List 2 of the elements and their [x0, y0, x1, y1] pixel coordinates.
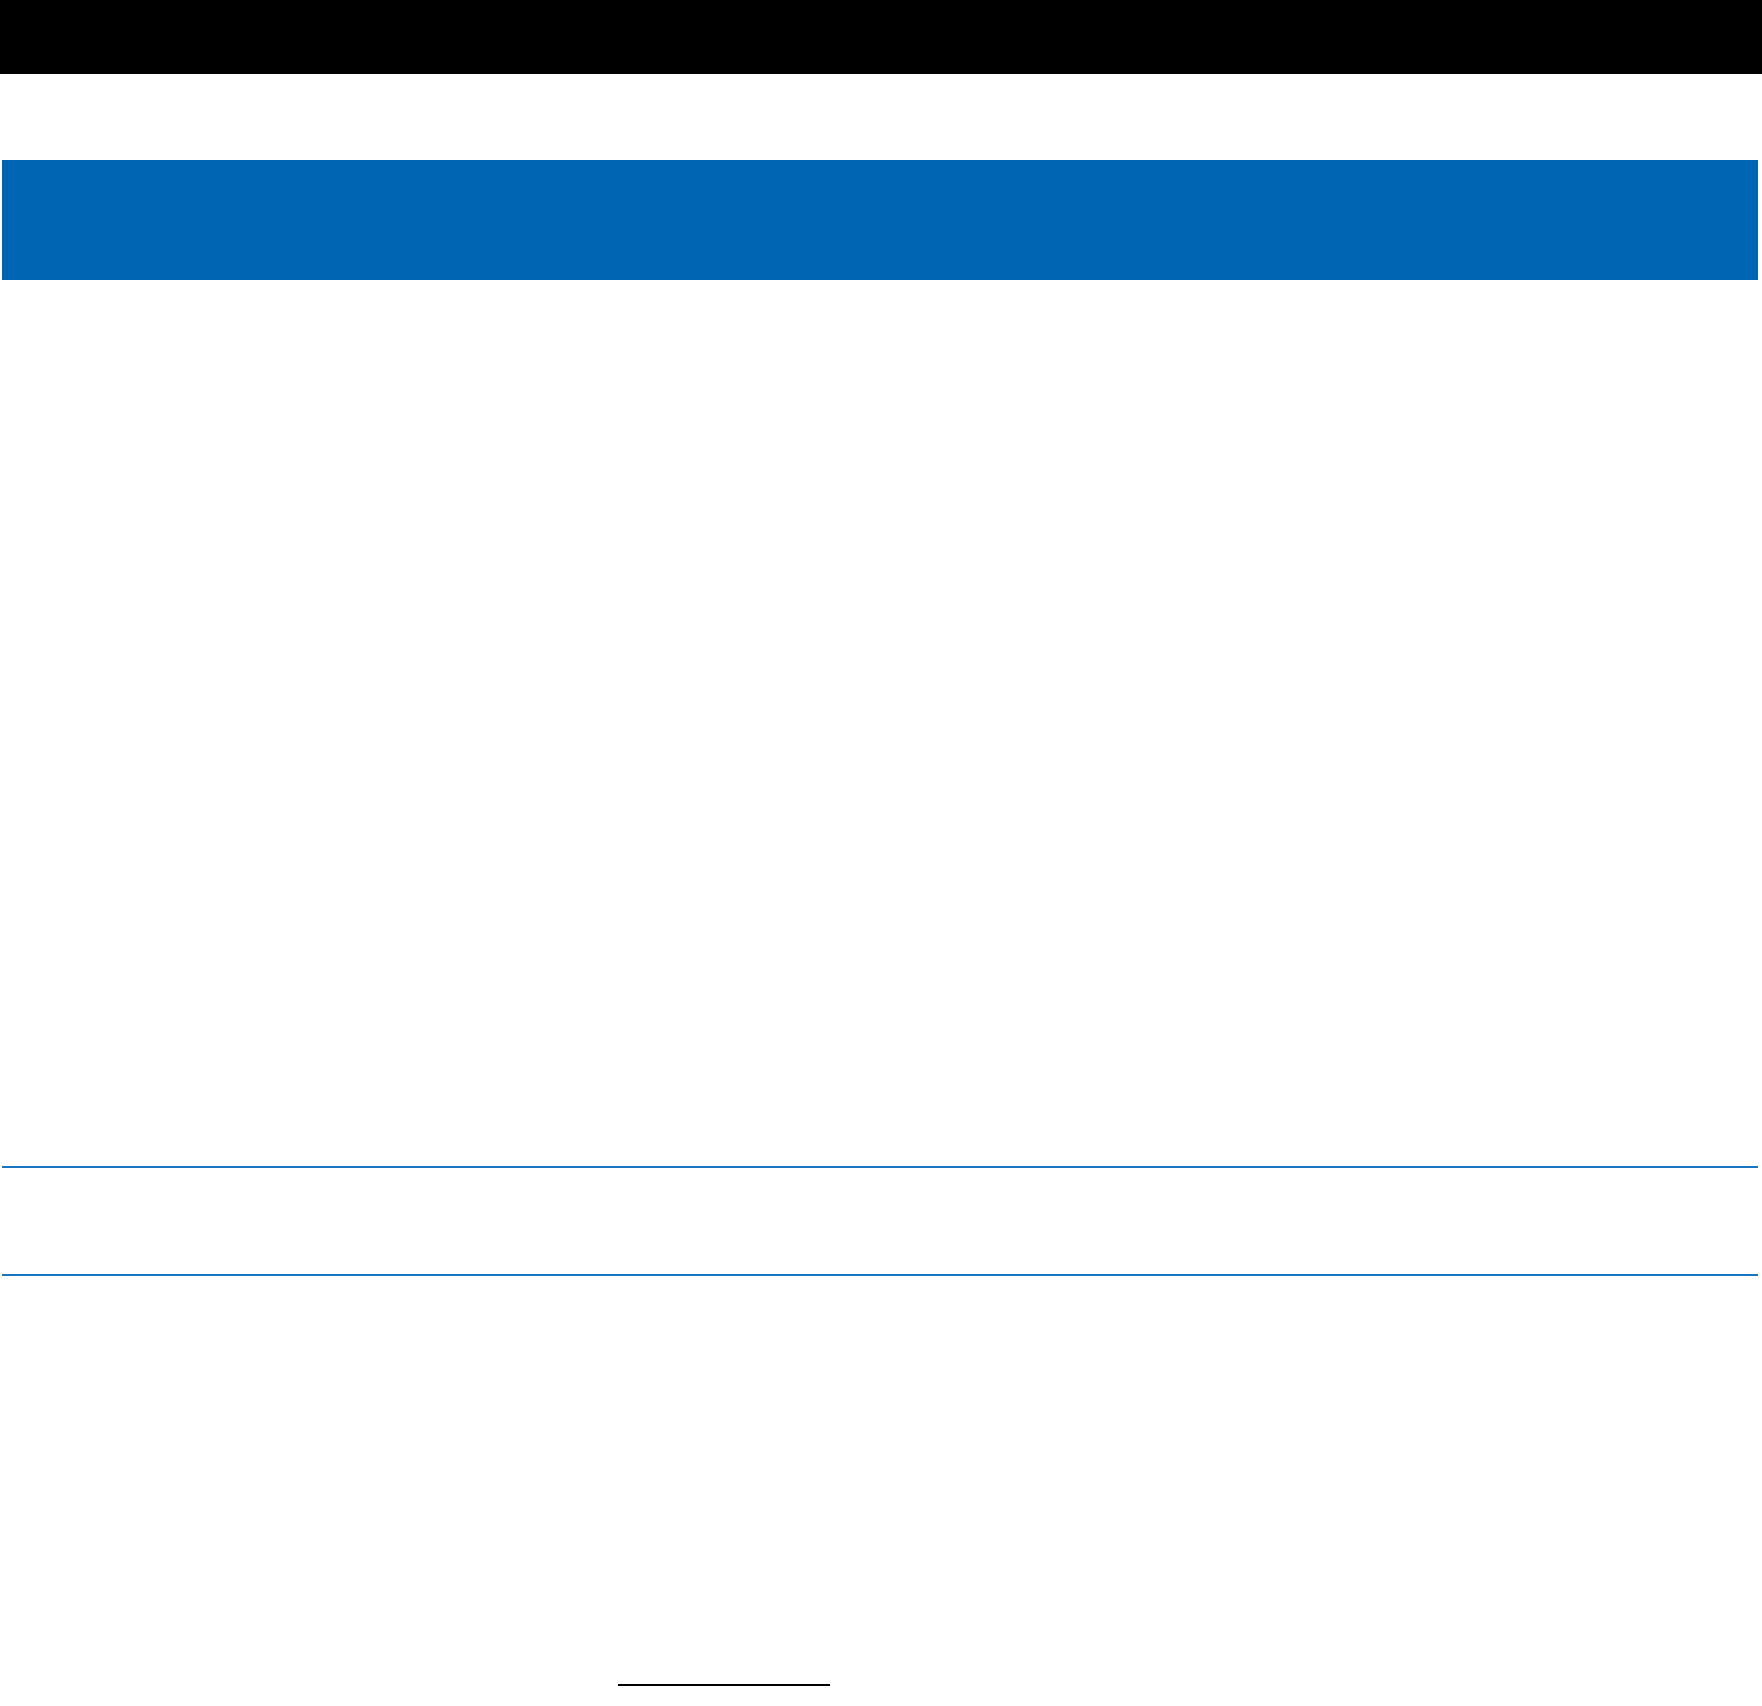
- top-bar: [0, 0, 1762, 74]
- banner-bar: [2, 160, 1758, 280]
